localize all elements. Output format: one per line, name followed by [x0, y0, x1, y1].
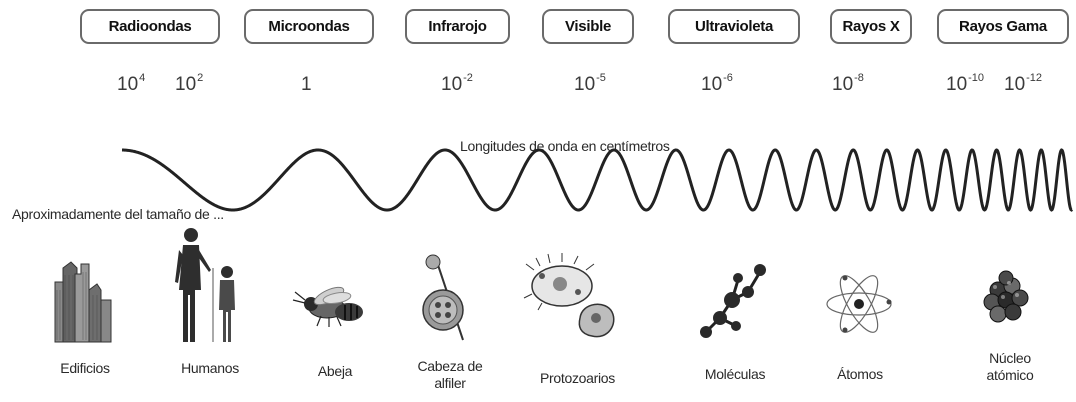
band-xray: Rayos X: [830, 9, 912, 44]
wavelength-value: 104: [117, 72, 146, 95]
object-caption-atoms: Átomos: [837, 366, 883, 382]
band-radio: Radioondas: [80, 9, 220, 44]
bee-icon: [292, 286, 363, 327]
wave-line: [121, 148, 1074, 212]
protozoa-icon: [523, 253, 615, 338]
band-visible: Visible: [542, 9, 634, 44]
band-infrared: Infrarojo: [405, 9, 510, 44]
wavelength-value: 10-8: [832, 72, 864, 95]
wavelength-value: 10-6: [701, 72, 733, 95]
pinhead-icon: [422, 254, 464, 341]
wavelength-value: 10-10: [946, 72, 985, 95]
object-caption-humans: Humanos: [181, 360, 239, 376]
size-label: Aproximadamente del tamaño de ...: [12, 206, 224, 222]
object-caption-protozoa: Protozoarios: [540, 370, 615, 386]
wavelength-value: 102: [175, 72, 204, 95]
wavelength-value: 10-12: [1004, 72, 1043, 95]
wavelength-value: 10-2: [441, 72, 473, 95]
wavelength-value: 10-5: [574, 72, 606, 95]
object-caption-bee: Abeja: [317, 363, 353, 379]
humans-icon: [175, 228, 235, 342]
object-caption-molecules: Moléculas: [704, 366, 766, 382]
molecules-icon: [700, 264, 766, 338]
band-ultraviolet: Ultravioleta: [668, 9, 800, 44]
wavelength-value: 1: [301, 74, 312, 95]
band-microwave: Microondas: [244, 9, 374, 44]
object-caption-buildings: Edificios: [60, 360, 110, 376]
nucleus-icon: [983, 270, 1029, 323]
band-gamma: Rayos Gama: [937, 9, 1069, 44]
buildings-icon: [54, 261, 112, 343]
atom-icon: [826, 275, 892, 333]
